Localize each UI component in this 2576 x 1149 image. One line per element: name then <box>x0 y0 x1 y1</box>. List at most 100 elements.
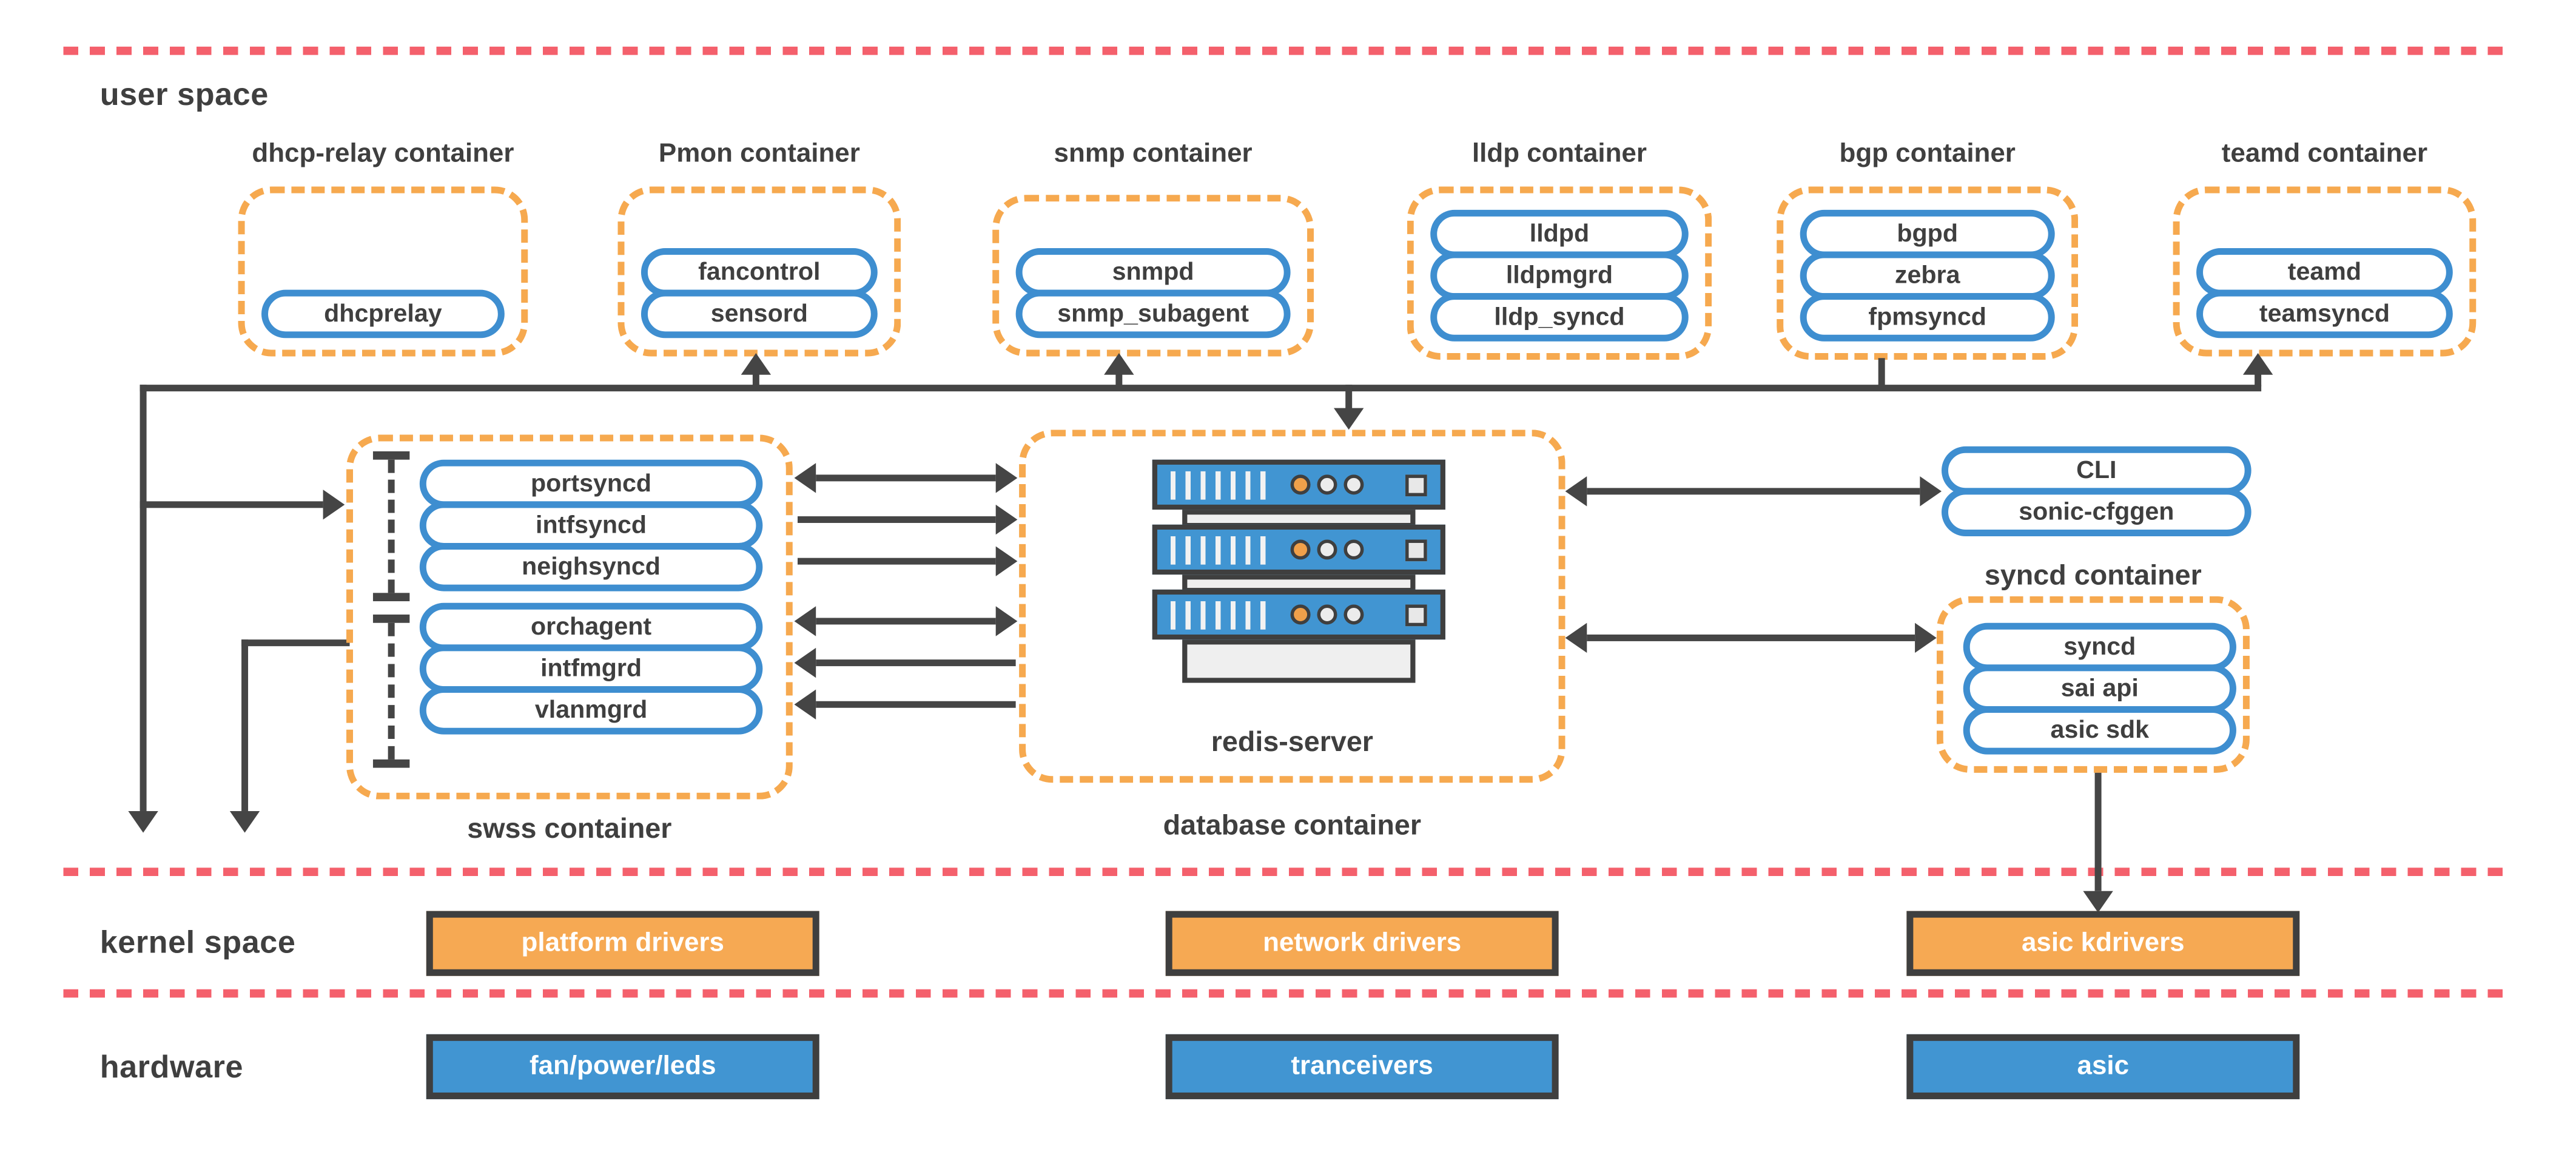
separator-kernel-space <box>63 868 2511 877</box>
process-pill: snmp_subagent <box>1015 289 1291 339</box>
arrowhead-right-icon <box>995 504 1018 535</box>
bracket-cap <box>372 593 410 602</box>
arrowhead-up-icon <box>1104 353 1134 375</box>
lldp-container-label: lldp container <box>1471 140 1647 169</box>
bgp-container: bgpd zebra fpmsyncd <box>1777 186 2079 360</box>
arrow-db-intfmgrd <box>816 659 1016 667</box>
tranceivers-box: tranceivers <box>1165 1034 1559 1099</box>
arrow-db-cli <box>1587 488 1920 495</box>
process-pill: sai api <box>1963 664 2236 713</box>
snmp-container-label: snmp container <box>1054 140 1253 169</box>
arrowhead-right-icon <box>995 546 1018 576</box>
platform-drivers-box: platform drivers <box>426 911 819 976</box>
arrowhead-left-icon <box>1565 476 1587 507</box>
process-pill: neighsyncd <box>419 542 763 591</box>
snmp-container: snmpd snmp_subagent <box>992 195 1314 357</box>
arrow-neighsyncd-db <box>797 558 996 565</box>
server-led-icon <box>1290 539 1311 560</box>
arrowhead-left-icon <box>794 647 816 678</box>
asic-kdrivers-box: asic kdrivers <box>1906 911 2300 976</box>
process-pill: portsyncd <box>419 459 763 508</box>
arrowhead-right-icon <box>995 606 1018 636</box>
arrowhead-up-icon <box>741 353 772 375</box>
database-container-label: database container <box>1163 809 1422 841</box>
syncd-to-kdrivers-line <box>2094 772 2102 891</box>
server-port-icon <box>1405 474 1427 496</box>
server-port-icon <box>1405 604 1427 625</box>
arrow-db-syncd <box>1587 634 1915 641</box>
bracket-cap <box>372 615 410 623</box>
process-pill: fpmsyncd <box>1800 293 2055 342</box>
bgp-container-label: bgp container <box>1839 140 2016 169</box>
arrowhead-down-icon <box>229 810 260 833</box>
separator-user-space-top <box>63 46 2511 55</box>
process-pill: lldpmgrd <box>1430 251 1689 300</box>
syncd-container: syncd sai api asic sdk <box>1936 596 2250 773</box>
server-led-icon <box>1317 604 1337 625</box>
bus-to-snmp-line <box>1115 372 1123 386</box>
arrowhead-left-icon <box>794 689 816 719</box>
bracket-line <box>388 459 395 593</box>
arrowhead-left-icon <box>794 463 816 493</box>
server-led-icon <box>1317 539 1337 560</box>
branch-to-swss-line <box>140 501 323 508</box>
swss-container-label: swss container <box>467 812 672 844</box>
arrowhead-right-icon <box>323 490 345 520</box>
redis-server-label: redis-server <box>1211 726 1373 758</box>
arrowhead-up-icon <box>2242 353 2273 375</box>
teamd-container: teamd teamsyncd <box>2173 186 2477 357</box>
arrowhead-down-icon <box>1333 408 1364 430</box>
syncd-container-label: syncd container <box>1984 559 2202 591</box>
lldp-container: lldpd lldpmgrd lldp_syncd <box>1407 186 1712 360</box>
swss-kernel-line <box>241 639 350 647</box>
server-chassis <box>1182 639 1416 683</box>
arrow-db-vlanmgrd <box>816 701 1016 708</box>
bus-to-pmon-line <box>752 372 759 386</box>
teamd-container-label: teamd container <box>2221 140 2428 169</box>
arrow-portsyncd-db <box>816 474 996 482</box>
server-slats-icon <box>1170 600 1274 629</box>
process-pill: sensord <box>641 289 878 339</box>
process-pill: asic sdk <box>1963 706 2236 755</box>
arrowhead-left-icon <box>1565 622 1587 653</box>
bus-to-database-line <box>1345 385 1353 410</box>
arrow-orchagent-db <box>816 618 996 625</box>
process-pill: lldpd <box>1430 209 1689 258</box>
server-led-icon <box>1343 539 1364 560</box>
server-led-icon <box>1290 604 1311 625</box>
bus-line <box>140 385 2262 392</box>
asic-box: asic <box>1906 1034 2300 1099</box>
process-pill: zebra <box>1800 251 2055 300</box>
dhcp-relay-container: dhcprelay <box>238 186 528 357</box>
server-led-icon <box>1343 604 1364 625</box>
swss-container: portsyncd intfsyncd neighsyncd orchagent… <box>346 434 793 800</box>
swss-kernel-down-line <box>241 639 249 811</box>
bgp-to-bus-line <box>1878 358 1885 386</box>
hardware-label: hardware <box>99 1051 244 1086</box>
database-container: redis-server <box>1019 430 1565 783</box>
process-pill: lldp_syncd <box>1430 293 1689 342</box>
process-pill: teamsyncd <box>2196 289 2453 339</box>
kernel-space-label: kernel space <box>99 926 296 962</box>
process-pill: dhcprelay <box>261 289 505 339</box>
separator-hardware <box>63 989 2511 998</box>
process-pill: intfsyncd <box>419 501 763 550</box>
arrowhead-right-icon <box>1920 476 1942 507</box>
process-pill: sonic-cfggen <box>1942 488 2251 536</box>
server-led-icon <box>1290 474 1311 495</box>
pmon-container-label: Pmon container <box>658 140 860 169</box>
network-drivers-box: network drivers <box>1165 911 1559 976</box>
bracket-line <box>388 622 395 760</box>
pmon-container: fancontrol sensord <box>617 186 901 357</box>
server-led-icon <box>1343 474 1364 495</box>
user-space-label: user space <box>99 78 269 113</box>
dhcp-relay-container-label: dhcp-relay container <box>252 140 514 169</box>
server-slats-icon <box>1170 535 1274 564</box>
fan-power-leds-box: fan/power/leds <box>426 1034 819 1099</box>
arrowhead-left-icon <box>794 606 816 636</box>
arrow-intfsyncd-db <box>797 516 996 524</box>
arrowhead-right-icon <box>1915 622 1937 653</box>
arrowhead-right-icon <box>995 463 1018 493</box>
bracket-cap <box>372 451 410 460</box>
